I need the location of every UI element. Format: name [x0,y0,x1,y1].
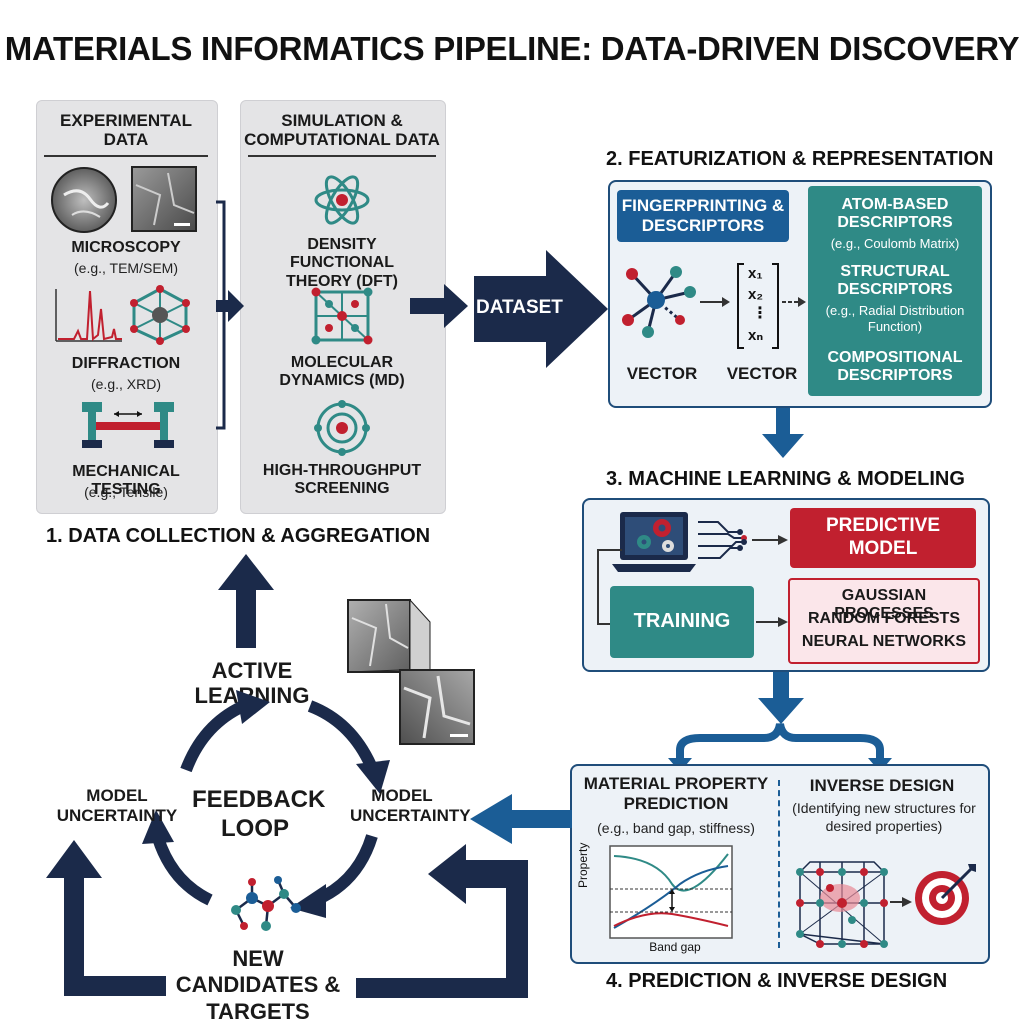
arrow-right-icon [700,297,730,307]
plot-y-label: Property [576,842,590,888]
molecular-dynamics-icon [311,287,373,345]
training-label: TRAINING [633,610,731,632]
lattice-structure-icon [796,861,888,948]
structural-descriptors-label: STRUCTURAL DESCRIPTORS [837,263,953,299]
microscopy-label: MICROSCOPY [71,239,181,256]
vector-bracket [737,263,779,349]
arrow-right-icon [756,617,788,627]
experimental-data-header: EXPERIMENTAL DATA [60,111,192,149]
dataset-arrow [474,250,608,368]
arrow-down [762,408,804,458]
plot-x-label: Band gap [649,940,701,954]
model-type: NEURAL NETWORKS [801,633,967,650]
training-loop-line [597,549,622,625]
simulation-data-header: SIMULATION & COMPUTATIONAL DATA [244,111,440,149]
dft-label: DENSITY FUNCTIONAL THEORY (DFT) [286,236,398,290]
header-divider [44,155,208,157]
molecule-graph-icon [622,266,696,338]
compositional-descriptors-label: COMPOSITIONAL DESCRIPTORS [827,349,963,385]
vector-entry: x₂ [748,286,764,303]
page-title: MATERIALS INFORMATICS PIPELINE: DATA-DRI… [4,30,1020,67]
vector-entry: x₁ [748,265,763,282]
fingerprinting-label: FINGERPRINTING & DESCRIPTORS [621,196,785,235]
arrow-right-icon [890,897,912,907]
atom-icon [314,175,370,225]
atom-based-descriptors-label: ATOM-BASED DESCRIPTORS [837,196,953,232]
mechanical-testing-label: MECHANICAL TESTING [72,463,180,499]
structural-descriptors-sub: (e.g., Radial Distribution Function) [825,303,965,334]
hts-label: HIGH-THROUGHPUT SCREENING [262,462,422,498]
diffraction-label: DIFFRACTION [71,355,181,372]
target-icon [915,864,976,925]
md-label: MOLECULAR DYNAMICS (MD) [279,354,405,390]
arrow-down [758,672,804,724]
stage2-label: 2. FEATURIZATION & REPRESENTATION [606,148,994,170]
property-prediction-title: MATERIAL PROPERTY PREDICTION [583,774,769,813]
arrow-up-to-collection [218,554,274,648]
new-candidates-label: NEW CANDIDATES & TARGETS [175,946,341,1024]
property-prediction-sub: (e.g., band gap, stiffness) [597,820,755,836]
atom-based-descriptors-sub: (e.g., Coulomb Matrix) [830,236,960,251]
diffraction-pattern-icon [55,289,122,342]
descriptors-box [808,186,982,396]
diffraction-sublabel: (e.g., XRD) [90,376,161,392]
vector-label-left: VECTOR [626,364,698,383]
collection-bracket [216,200,226,430]
model-uncertainty-right-label: MODEL UNCERTAINTY [350,786,471,825]
arrow-to-loop [470,794,572,844]
arrow-to-simulation [216,290,244,322]
model-uncertainty-left-label: MODEL UNCERTAINTY [56,786,178,825]
stage3-label: 3. MACHINE LEARNING & MODELING [606,468,965,490]
microscopy-sublabel: (e.g., TEM/SEM) [74,260,178,276]
model-types-box [788,578,980,664]
arrow-right-icon [782,297,806,307]
neural-connections-icon [698,521,788,559]
stage1-label: 1. DATA COLLECTION & AGGREGATION [46,525,431,547]
vector-ellipsis: ⋮ [752,305,768,322]
fingerprinting-box [617,190,789,242]
training-box [610,586,754,658]
panel-divider [778,780,780,948]
inverse-design-title: INVERSE DESIGN [809,776,955,795]
predictive-model-box [790,508,976,568]
crystal-lattice-icon [130,285,190,345]
vector-entry: xₙ [748,327,764,344]
mechanical-testing-sublabel: (e.g., Tensile) [84,484,168,500]
property-plot [609,845,733,939]
vector-label-right: VECTOR [726,364,798,383]
arrow-to-dataset [410,284,468,328]
predictive-model-label: PREDICTIVE MODEL [825,515,941,559]
dataset-label: DATASET [476,297,563,318]
model-type: RANDOM FORESTS [808,610,960,627]
laptop-gears-icon [612,512,696,572]
header-divider [248,155,436,157]
outer-loop-arrow-right [356,844,528,998]
micrograph-images [347,598,475,745]
inverse-design-sub: (Identifying new structures for desired … [792,800,976,834]
outer-loop-arrow-left [46,840,166,996]
feedback-loop-label: FEEDBACK LOOP [192,786,326,842]
stage4-label: 4. PREDICTION & INVERSE DESIGN [606,970,948,992]
feedback-cycle-arrows [142,690,390,918]
tensile-testing-icon [82,402,174,448]
screening-icon [314,400,370,456]
microscopy-images [51,166,197,233]
model-type: GAUSSIAN PROCESSES [834,587,934,623]
candidate-molecule-icon [231,876,301,931]
